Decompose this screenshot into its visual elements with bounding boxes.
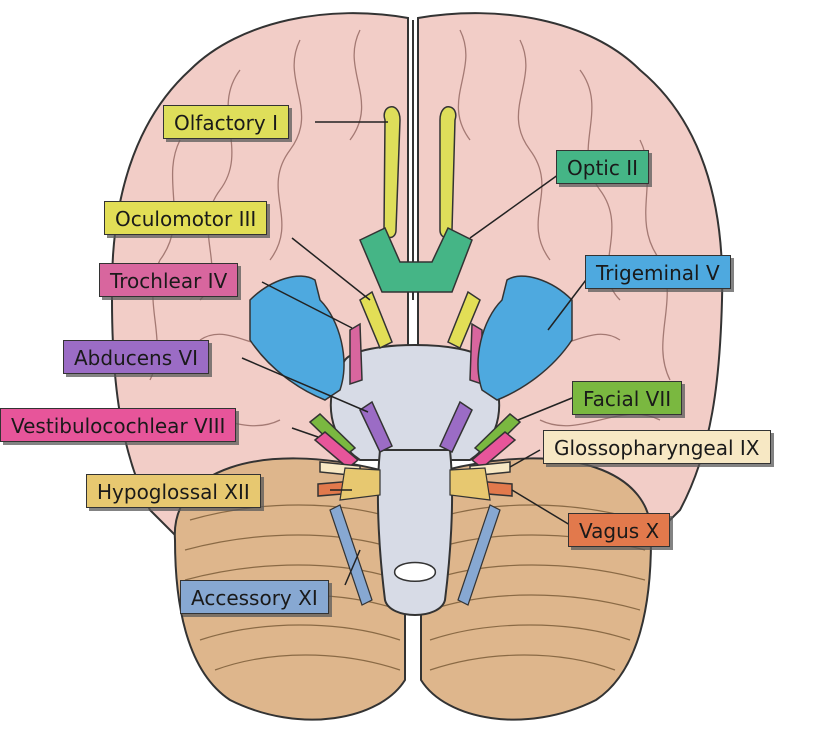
accessory-nerve-right (457, 504, 501, 606)
label-trochlear: Trochlear IV (99, 263, 239, 297)
label-trigeminal: Trigeminal V (585, 255, 731, 289)
label-oculomotor: Oculomotor III (104, 201, 268, 235)
label-hypoglossal: Hypoglossal XII (86, 474, 261, 508)
label-vestibulocochlear: Vestibulocochlear VIII (0, 408, 237, 442)
leader-lines (241, 121, 593, 586)
medulla (376, 449, 454, 616)
label-abducens: Abducens VI (63, 340, 210, 374)
vestibulocochlear-nerve-left (313, 431, 360, 469)
optic-chiasm (359, 226, 473, 293)
label-facial: Facial VII (572, 381, 683, 415)
trochlear-nerve-left (349, 322, 363, 386)
label-vagus: Vagus X (568, 513, 671, 547)
label-olfactory: Olfactory I (163, 105, 289, 139)
abducens-nerve-left (359, 400, 393, 454)
trigeminal-nerve-right (477, 275, 573, 401)
abducens-nerve-right (439, 400, 473, 454)
hypoglossal-nerve-left (339, 467, 381, 501)
hypoglossal-nerve-right (449, 467, 491, 501)
accessory-nerve-left (329, 504, 373, 606)
label-glossopharyngeal: Glossopharyngeal IX (543, 430, 771, 464)
oculomotor-nerve-right (447, 290, 481, 350)
label-optic: Optic II (556, 150, 649, 184)
label-accessory: Accessory XI (180, 580, 329, 614)
oculomotor-nerve-left (359, 290, 393, 350)
